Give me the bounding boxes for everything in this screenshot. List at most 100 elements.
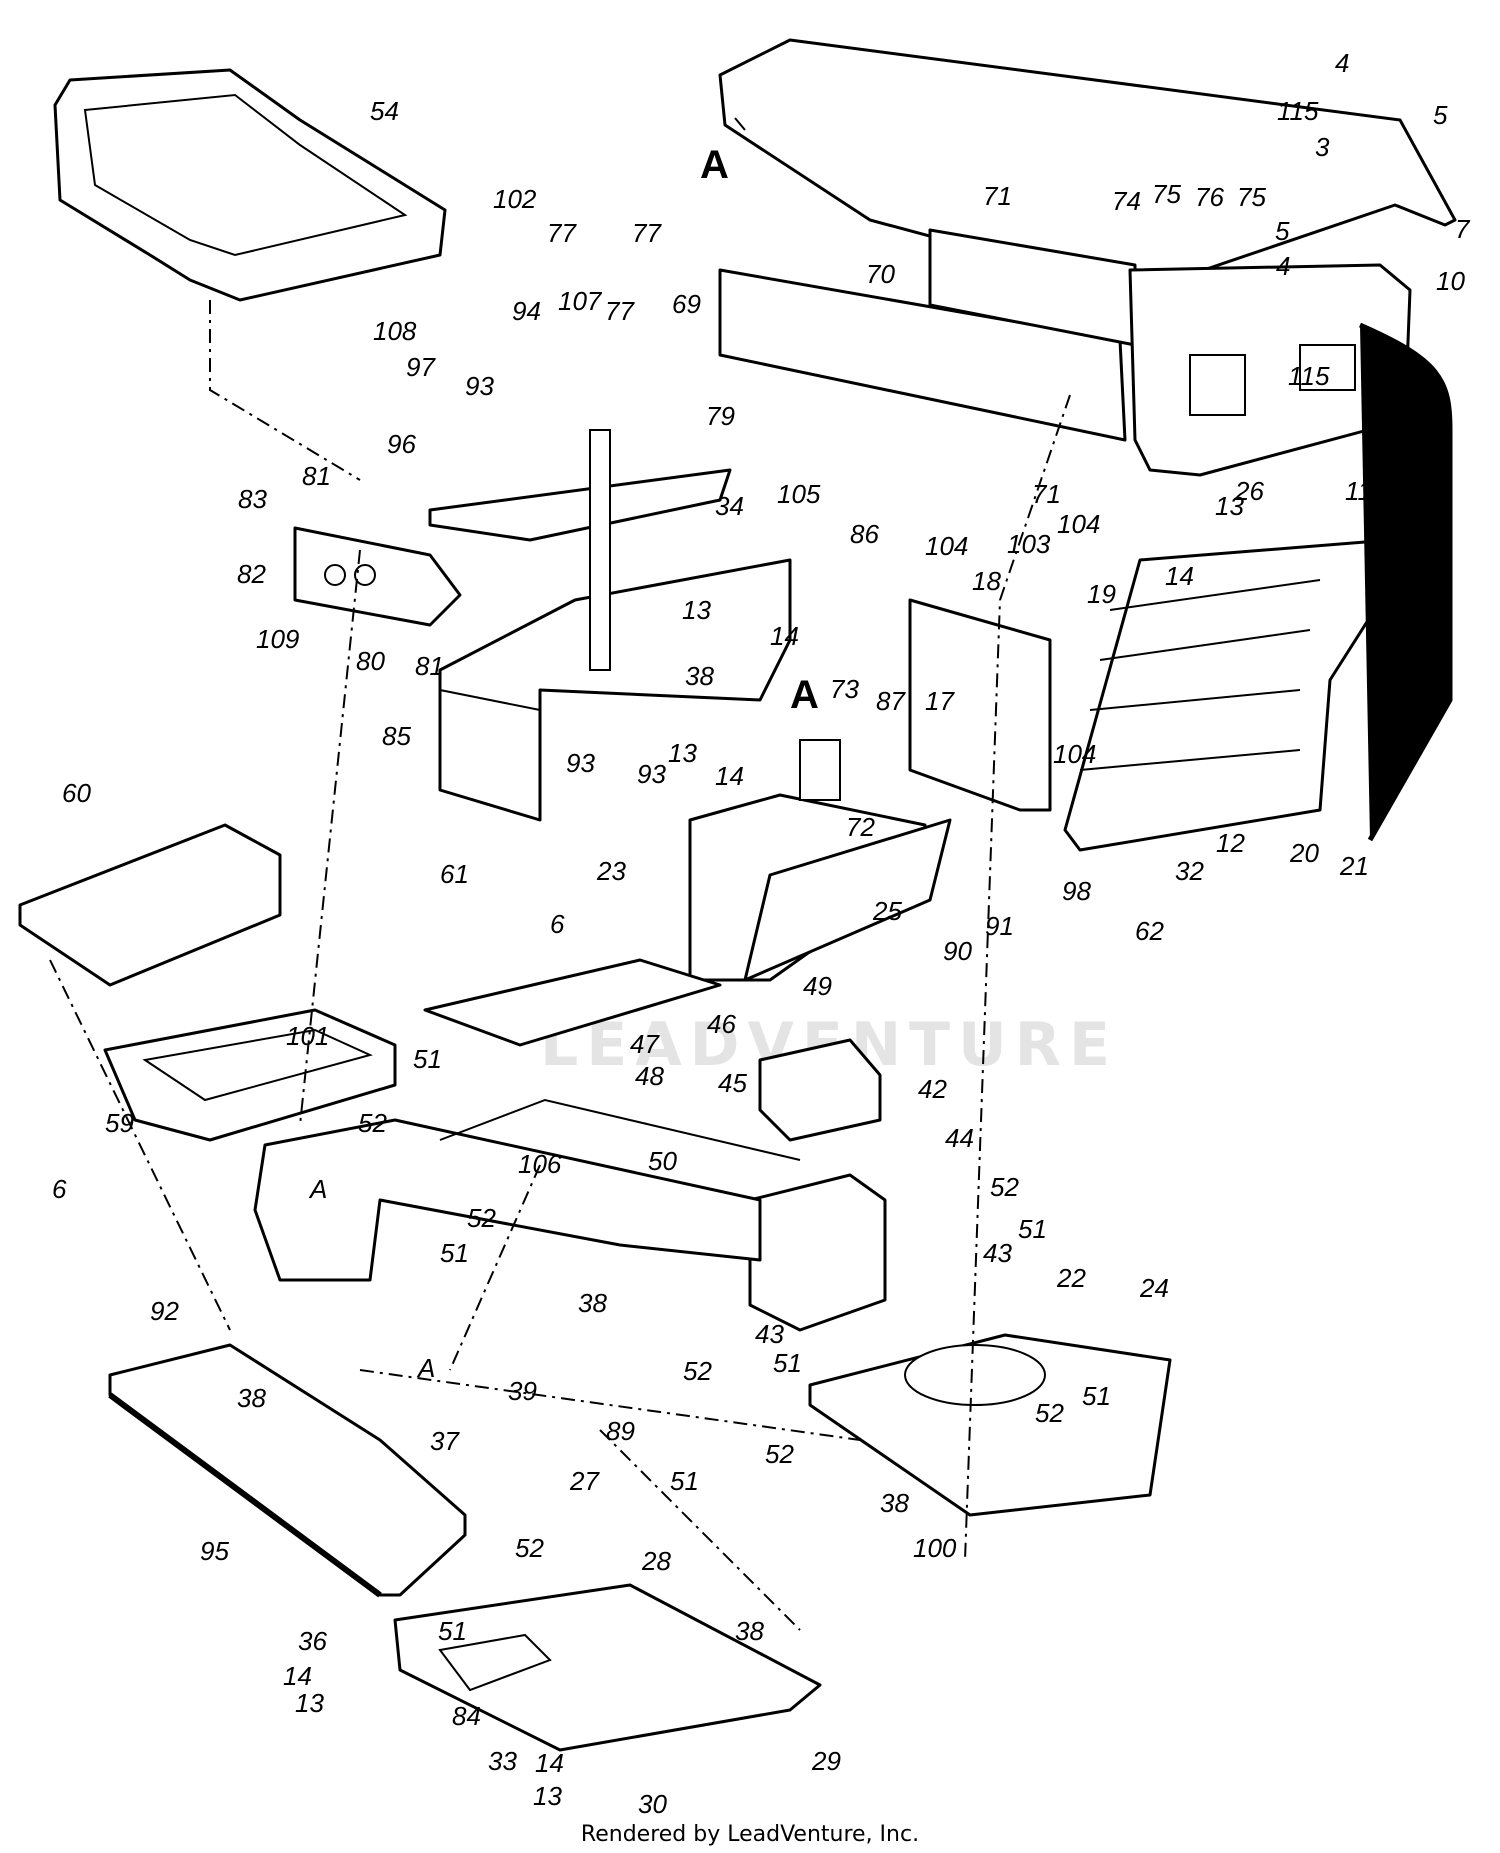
part-console	[438, 558, 792, 822]
callout-14: 14	[283, 1661, 312, 1691]
callout-109: 109	[256, 624, 299, 654]
callout-26: 26	[1234, 476, 1264, 506]
callout-75: 75	[1152, 179, 1181, 209]
callout-94: 94	[512, 296, 541, 326]
callout-13: 13	[682, 595, 711, 625]
callout-14: 14	[770, 621, 799, 651]
callout-52: 52	[358, 1108, 387, 1138]
callout-86: 86	[850, 519, 879, 549]
section-mark-a: A	[700, 143, 729, 187]
callout-107: 107	[558, 286, 603, 316]
callout-29: 29	[811, 1746, 841, 1776]
callout-52: 52	[990, 1172, 1019, 1202]
callout-89: 89	[606, 1416, 635, 1446]
part-battery-cover	[18, 823, 282, 987]
callout-77: 77	[547, 218, 577, 248]
callout-81: 81	[415, 651, 444, 681]
callout-93: 93	[566, 748, 595, 778]
part-grille	[1063, 538, 1402, 852]
callout-52: 52	[765, 1439, 794, 1469]
callout-50: 50	[648, 1146, 677, 1176]
callout-38: 38	[578, 1288, 607, 1318]
part-control-panel	[428, 429, 732, 671]
cable	[1358, 322, 1453, 842]
callout-45: 45	[718, 1068, 747, 1098]
callout-98: 98	[1062, 876, 1091, 906]
callout-97: 97	[406, 352, 436, 382]
callout-5: 5	[1275, 216, 1290, 246]
callout-52: 52	[1035, 1398, 1064, 1428]
callout-42: 42	[918, 1074, 947, 1104]
callout-115: 115	[1277, 96, 1319, 126]
callout-6: 6	[550, 909, 565, 939]
callout-59: 59	[105, 1108, 134, 1138]
callout-75: 75	[1237, 182, 1266, 212]
callout-13: 13	[533, 1781, 562, 1811]
callout-70: 70	[866, 259, 895, 289]
callout-62: 62	[1135, 916, 1164, 946]
callout-103: 103	[1007, 529, 1051, 559]
callout-19: 19	[1087, 579, 1116, 609]
callout-84: 84	[452, 1701, 481, 1731]
callout-3: 3	[1315, 132, 1330, 162]
section-mark-a: A	[416, 1353, 435, 1383]
callout-105: 105	[777, 479, 821, 509]
callout-17: 17	[925, 686, 955, 716]
callout-38: 38	[237, 1383, 266, 1413]
callout-101: 101	[286, 1021, 329, 1051]
callout-106: 106	[518, 1149, 562, 1179]
callout-14: 14	[715, 761, 744, 791]
callout-24: 24	[1139, 1273, 1169, 1303]
callout-7: 7	[1455, 214, 1471, 244]
section-mark-a: A	[308, 1174, 327, 1204]
callout-21: 21	[1339, 851, 1369, 881]
callout-77: 77	[632, 218, 662, 248]
callout-52: 52	[467, 1203, 496, 1233]
part-tray	[103, 1008, 397, 1142]
callout-82: 82	[237, 559, 266, 589]
callout-14: 14	[535, 1748, 564, 1778]
callout-54: 54	[370, 96, 399, 126]
callout-108: 108	[373, 316, 417, 346]
callout-49: 49	[803, 971, 832, 1001]
callout-87: 87	[876, 686, 906, 716]
callout-51: 51	[438, 1616, 467, 1646]
callout-30: 30	[638, 1789, 667, 1819]
callout-52: 52	[683, 1356, 712, 1386]
callout-72: 72	[846, 812, 875, 842]
callout-96: 96	[387, 429, 416, 459]
callout-47: 47	[630, 1029, 660, 1059]
callout-93: 93	[465, 371, 494, 401]
callout-13: 13	[668, 738, 697, 768]
callout-46: 46	[707, 1009, 736, 1039]
callout-71: 71	[983, 181, 1012, 211]
part-frame	[253, 1098, 801, 1282]
callout-95: 95	[200, 1536, 229, 1566]
callout-51: 51	[670, 1466, 699, 1496]
callout-34: 34	[715, 491, 744, 521]
callout-43: 43	[755, 1319, 784, 1349]
callout-91: 91	[985, 911, 1014, 941]
callout-39: 39	[508, 1376, 537, 1406]
part-fender	[108, 1343, 467, 1598]
callout-104: 104	[1053, 739, 1096, 769]
leader-lines	[49, 300, 1071, 1631]
callout-28: 28	[641, 1546, 671, 1576]
part-battery	[748, 1173, 887, 1332]
callout-79: 79	[706, 401, 735, 431]
callout-18: 18	[972, 566, 1001, 596]
callout-51: 51	[773, 1348, 802, 1378]
callout-38: 38	[880, 1488, 909, 1518]
callout-11: 11	[1345, 476, 1372, 506]
callout-51: 51	[1018, 1214, 1047, 1244]
callout-69: 69	[672, 289, 701, 319]
callout-25: 25	[872, 896, 902, 926]
callout-4: 4	[1276, 251, 1290, 281]
callout-13: 13	[1215, 491, 1244, 521]
callout-104: 104	[925, 531, 968, 561]
part-dash-panel	[718, 228, 1412, 477]
callout-92: 92	[150, 1296, 179, 1326]
